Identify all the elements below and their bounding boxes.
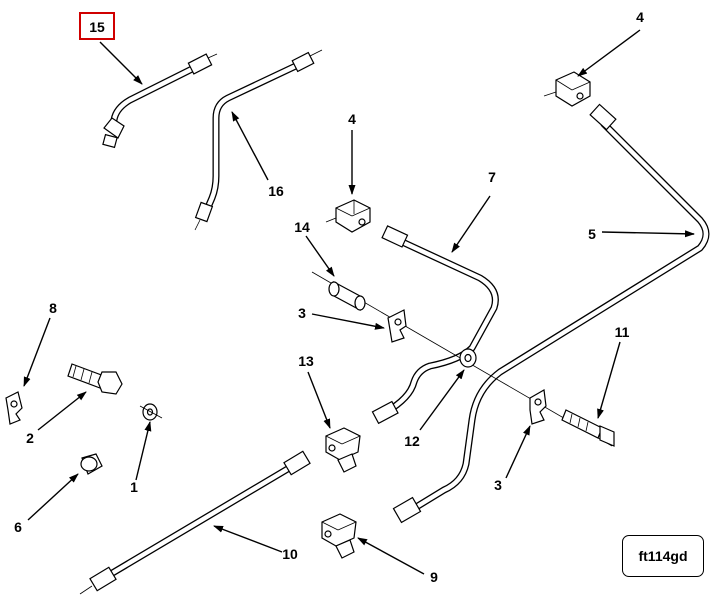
washer-part-1: [139, 403, 163, 421]
tube-part-7: [371, 225, 499, 425]
clip-part-3-lower: [529, 389, 547, 425]
plug-part-6: [80, 453, 103, 475]
callout-highlight-box: [79, 12, 115, 40]
leader-arrows: [23, 29, 695, 575]
tube-part-16: [194, 49, 323, 231]
callout-3-upper[interactable]: 3: [298, 305, 306, 321]
tube-part-15: [102, 53, 218, 149]
callout-2[interactable]: 2: [26, 430, 34, 446]
callout-10[interactable]: 10: [282, 546, 298, 562]
elbow-fitting-9: [321, 513, 357, 559]
clip-part-3-upper: [387, 309, 407, 343]
callout-14[interactable]: 14: [294, 219, 310, 235]
callout-8[interactable]: 8: [49, 300, 57, 316]
tee-fitting-4-right: [543, 71, 591, 107]
callout-1[interactable]: 1: [130, 479, 138, 495]
callout-6[interactable]: 6: [14, 519, 22, 535]
figure-id-label: ft114gd: [622, 535, 704, 577]
callout-3-lower[interactable]: 3: [494, 477, 502, 493]
callout-4-right[interactable]: 4: [636, 9, 644, 25]
callout-7[interactable]: 7: [488, 169, 496, 185]
bolt-part-11: [561, 409, 615, 447]
tee-fitting-4-middle: [325, 199, 371, 233]
clip-part-8: [5, 391, 23, 425]
callout-5[interactable]: 5: [588, 226, 596, 242]
callout-9[interactable]: 9: [430, 569, 438, 585]
tube-part-10: [79, 450, 311, 595]
bolt-part-2: [67, 363, 123, 395]
callout-15[interactable]: 15: [89, 19, 105, 35]
spacer-part-14: [328, 280, 366, 312]
washer-part-12: [459, 348, 477, 368]
callout-13[interactable]: 13: [298, 353, 314, 369]
callout-12[interactable]: 12: [404, 433, 420, 449]
elbow-fitting-13: [325, 427, 361, 473]
callout-4-middle[interactable]: 4: [348, 111, 356, 127]
tube-part-5: [392, 103, 710, 524]
callout-11[interactable]: 11: [615, 324, 630, 340]
callout-16[interactable]: 16: [268, 183, 284, 199]
